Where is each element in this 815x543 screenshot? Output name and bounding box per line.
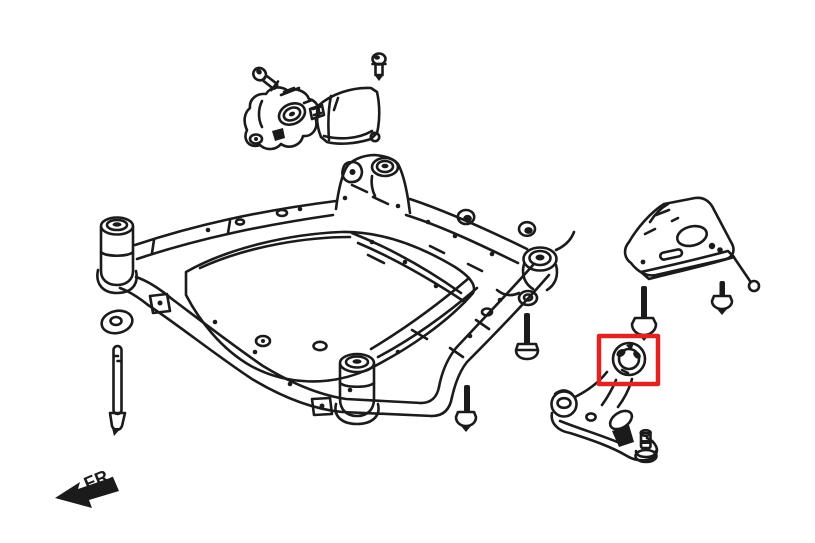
long-bolt-right bbox=[630, 286, 658, 341]
front-subframe-crossmember bbox=[96, 153, 576, 426]
subframe-bushing-front bbox=[334, 352, 380, 426]
washer bbox=[100, 309, 134, 335]
hex-nut-right bbox=[517, 220, 537, 238]
highlight-box bbox=[596, 333, 661, 387]
fr-direction-indicator: FR. bbox=[55, 464, 119, 508]
support-stay-bracket bbox=[623, 196, 761, 293]
fr-arrow-icon bbox=[55, 477, 119, 508]
short-bolt-right bbox=[710, 281, 734, 315]
hex-nut-left bbox=[456, 208, 476, 226]
subframe-bushing-left bbox=[96, 216, 138, 295]
engine-mount-bracket bbox=[243, 86, 321, 151]
bolt-bottom-center bbox=[454, 385, 478, 432]
flange-bolt-top bbox=[371, 52, 387, 81]
long-bolt-left bbox=[108, 344, 127, 436]
subframe-bushing-right bbox=[495, 230, 576, 307]
heat-shield-plate bbox=[308, 86, 381, 145]
bolt-center bbox=[514, 313, 540, 361]
lower-control-arm bbox=[550, 341, 659, 464]
control-arm-rear-bushing bbox=[611, 341, 647, 377]
ball-joint bbox=[634, 428, 658, 464]
